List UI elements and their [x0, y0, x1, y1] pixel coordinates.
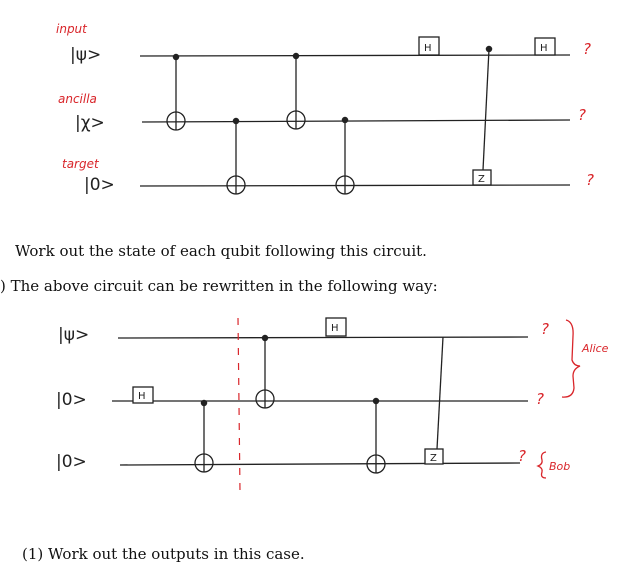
output-q2: ?: [586, 171, 594, 189]
q2-wire: [119, 462, 521, 466]
z-gate-q2: Z: [424, 448, 444, 465]
controlled-z-q0-q2: [436, 336, 444, 450]
q1-ket: |0>: [56, 390, 87, 410]
cnot-3: [286, 52, 306, 130]
output-q1: ?: [578, 106, 586, 124]
separator-dashed-line: [237, 317, 241, 493]
controlled-z: [482, 45, 493, 171]
z-gate-label: Z: [430, 453, 437, 464]
bob-label: Bob: [549, 460, 570, 473]
output-q1: ?: [536, 390, 544, 408]
z-gate-label: Z: [478, 174, 485, 185]
q2-ket: |0>: [56, 452, 87, 472]
target-ket: |0>: [84, 175, 115, 195]
h-gate-q0: H: [325, 317, 347, 337]
target-label: target: [62, 157, 100, 171]
cnot-q1-q2: [194, 399, 214, 473]
question-text: Work out the state of each qubit followi…: [15, 242, 427, 260]
cnot-2: [226, 117, 246, 195]
bob-brace: [536, 451, 547, 479]
target-wire: [139, 184, 571, 187]
input-ket: |ψ>: [70, 45, 101, 65]
q0-ket: |ψ>: [58, 325, 89, 345]
alice-bracket: [561, 319, 581, 398]
q0-wire: [117, 336, 529, 339]
output-q0: ?: [583, 40, 591, 58]
cnot-4: [335, 116, 355, 195]
cnot-1: [166, 53, 186, 131]
h-gate-label: H: [540, 43, 548, 54]
h-gate-label: H: [331, 323, 339, 334]
h-gate-label: H: [424, 43, 432, 54]
alice-label: Alice: [581, 342, 609, 355]
cnot-q1-q2-second: [366, 397, 386, 474]
ancilla-wire: [141, 119, 571, 123]
h-gate-q1: H: [132, 386, 154, 404]
rewrite-text: ) The above circuit can be rewritten in …: [0, 277, 438, 295]
z-gate-1: Z: [472, 169, 492, 186]
input-wire: [139, 54, 571, 57]
ancilla-ket: |χ>: [75, 113, 105, 133]
h-gate-1: H: [418, 36, 440, 56]
ancilla-label: ancilla: [58, 92, 97, 106]
input-label: input: [56, 22, 88, 36]
circuit1-wires: [139, 54, 571, 187]
h-gate-label: H: [138, 391, 146, 402]
circuit2-wires: [112, 336, 529, 466]
cnot-q0-q1: [255, 334, 275, 409]
output-q0: ?: [541, 320, 549, 338]
output-q2: ?: [518, 447, 526, 465]
h-gate-2: H: [534, 37, 556, 56]
sub-question: (1) Work out the outputs in this case.: [22, 545, 305, 563]
